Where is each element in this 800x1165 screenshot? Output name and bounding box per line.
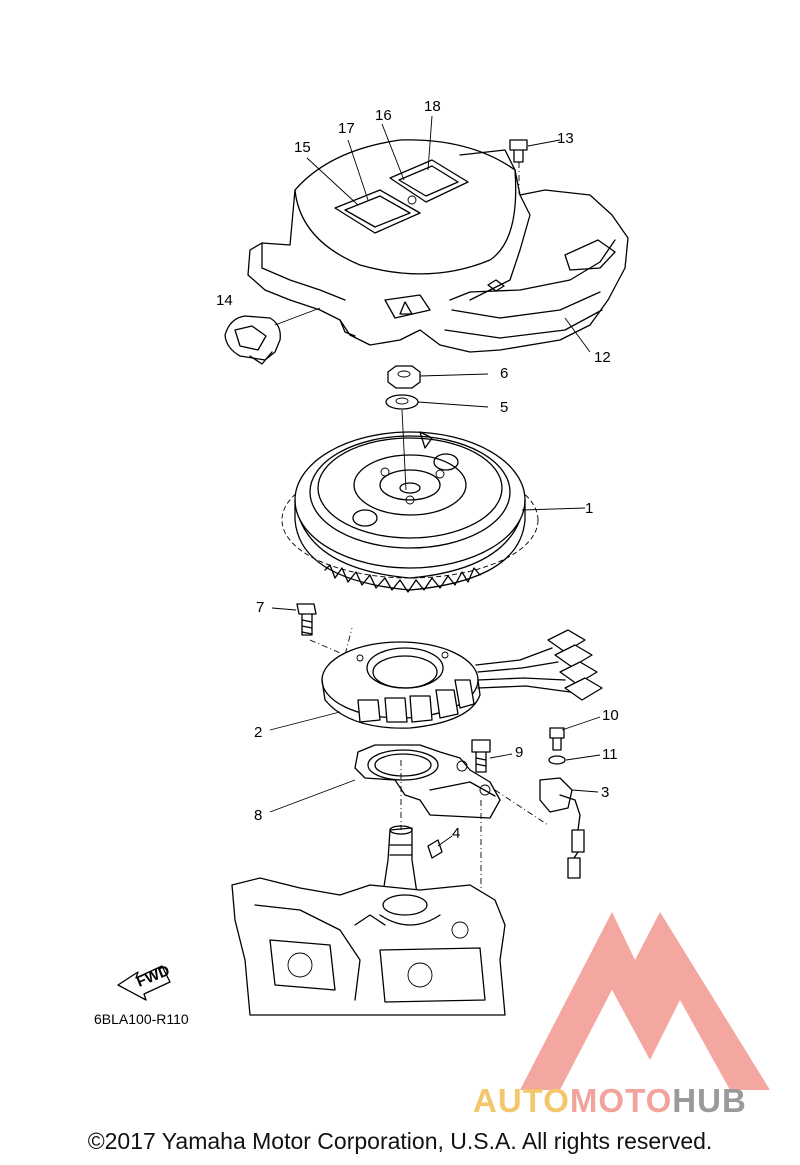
watermark-logo-icon [520, 912, 770, 1090]
callout-18: 18 [424, 98, 441, 115]
fwd-arrow-icon: FWD [117, 962, 172, 1001]
bolt-9 [471, 739, 491, 910]
callout-15: 15 [294, 139, 311, 156]
callout-10: 10 [602, 707, 619, 724]
bolt-10 [549, 727, 565, 751]
callout-11: 11 [602, 746, 618, 763]
callout-7: 7 [256, 599, 264, 616]
brand-part-auto: AUTO [473, 1082, 570, 1119]
callout-4: 4 [452, 825, 460, 842]
flywheel-cover [247, 139, 629, 353]
bolt-7 [296, 603, 353, 656]
washer-11 [548, 755, 566, 765]
callout-2: 2 [254, 724, 262, 741]
callout-1: 1 [585, 500, 593, 517]
pulser-coil [494, 777, 585, 879]
callout-9: 9 [515, 744, 523, 761]
callout-3: 3 [601, 784, 609, 801]
callout-17: 17 [338, 120, 355, 137]
callout-14: 14 [216, 292, 233, 309]
callout-5: 5 [500, 399, 508, 416]
bolt-13 [509, 139, 528, 195]
brand-part-hub: HUB [672, 1082, 747, 1119]
engine-block [231, 877, 506, 1016]
callout-6: 6 [500, 365, 508, 382]
nut-6 [387, 365, 421, 389]
woodruff-key [427, 839, 443, 859]
flywheel [281, 409, 539, 593]
callout-16: 16 [375, 107, 392, 124]
watermark-brand: AUTOMOTOHUB [473, 1082, 793, 1120]
base-plate [354, 744, 501, 819]
stator [321, 629, 603, 729]
leader-lines [269, 115, 601, 847]
copyright-notice: ©2017 Yamaha Motor Corporation, U.S.A. A… [87, 1128, 713, 1154]
callout-8: 8 [254, 807, 262, 824]
drawing-code: 6BLA100-R110 [94, 1011, 189, 1027]
brand-part-moto: MOTO [569, 1082, 673, 1119]
callout-labels: 1 2 3 4 5 6 7 8 9 10 11 12 13 14 15 16 1… [216, 98, 619, 842]
callout-12: 12 [594, 349, 611, 366]
washer-5 [385, 394, 419, 410]
callout-13: 13 [557, 130, 574, 147]
clip-14 [224, 307, 321, 365]
